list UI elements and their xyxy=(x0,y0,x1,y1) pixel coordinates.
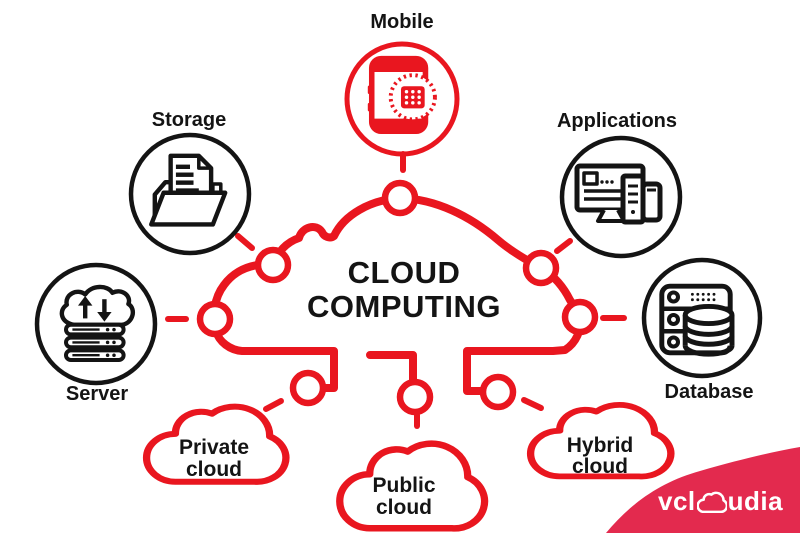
cloud-junction-circles xyxy=(196,179,599,416)
junction-left xyxy=(196,300,234,338)
connector-applications xyxy=(554,238,573,254)
public-cloud-label-2: cloud xyxy=(376,496,432,519)
database-label: Database xyxy=(665,381,754,403)
mobile-label: Mobile xyxy=(370,11,433,33)
server-label: Server xyxy=(66,383,128,405)
monitor-devices-icon xyxy=(574,163,663,225)
junction-upper-right xyxy=(522,249,560,287)
hybrid-cloud-label-1: Hybrid xyxy=(567,434,634,457)
smartphone-magnifier-icon xyxy=(367,55,437,135)
hybrid-cloud-label-2: cloud xyxy=(572,455,628,478)
server-node: Server xyxy=(34,262,158,405)
title-line-2: COMPUTING xyxy=(307,289,501,324)
connector-private-cloud xyxy=(263,398,284,412)
private-cloud-label-2: cloud xyxy=(186,458,242,481)
logo-text-suffix: udia xyxy=(727,486,784,516)
hybrid-cloud: Hybrid cloud xyxy=(531,405,671,478)
database-node: Database xyxy=(641,257,763,403)
central-cloud-middle-stem xyxy=(366,351,417,389)
storage-node: Storage xyxy=(128,109,252,256)
connector-hybrid-cloud xyxy=(521,397,544,411)
database-server-icon xyxy=(659,283,735,357)
junction-top xyxy=(381,179,419,217)
logo-text-prefix: vcl xyxy=(658,486,696,516)
cloud-server-icon xyxy=(59,284,136,363)
folder-documents-icon xyxy=(149,153,228,227)
storage-label: Storage xyxy=(152,109,226,131)
applications-node: Applications xyxy=(557,110,683,259)
swoosh-shape xyxy=(606,447,800,533)
private-cloud-label-1: Private xyxy=(179,436,249,459)
junction-bottom-middle xyxy=(396,378,434,416)
junction-upper-left xyxy=(254,246,292,284)
vcloudia-logo: vcl udia xyxy=(658,486,783,517)
private-cloud: Private cloud xyxy=(147,407,286,482)
mobile-circle xyxy=(344,41,460,157)
applications-label: Applications xyxy=(557,110,677,132)
public-cloud: Public cloud xyxy=(340,444,485,529)
cloud-o-icon xyxy=(696,491,727,513)
junction-right xyxy=(561,298,599,336)
connector-dashes xyxy=(165,151,627,429)
junction-bottom-left xyxy=(289,369,327,407)
public-cloud-label-1: Public xyxy=(372,474,435,497)
junction-bottom-right xyxy=(479,373,517,411)
mobile-node: Mobile xyxy=(344,11,460,157)
title-line-1: CLOUD xyxy=(348,255,461,290)
connector-storage xyxy=(235,233,255,251)
